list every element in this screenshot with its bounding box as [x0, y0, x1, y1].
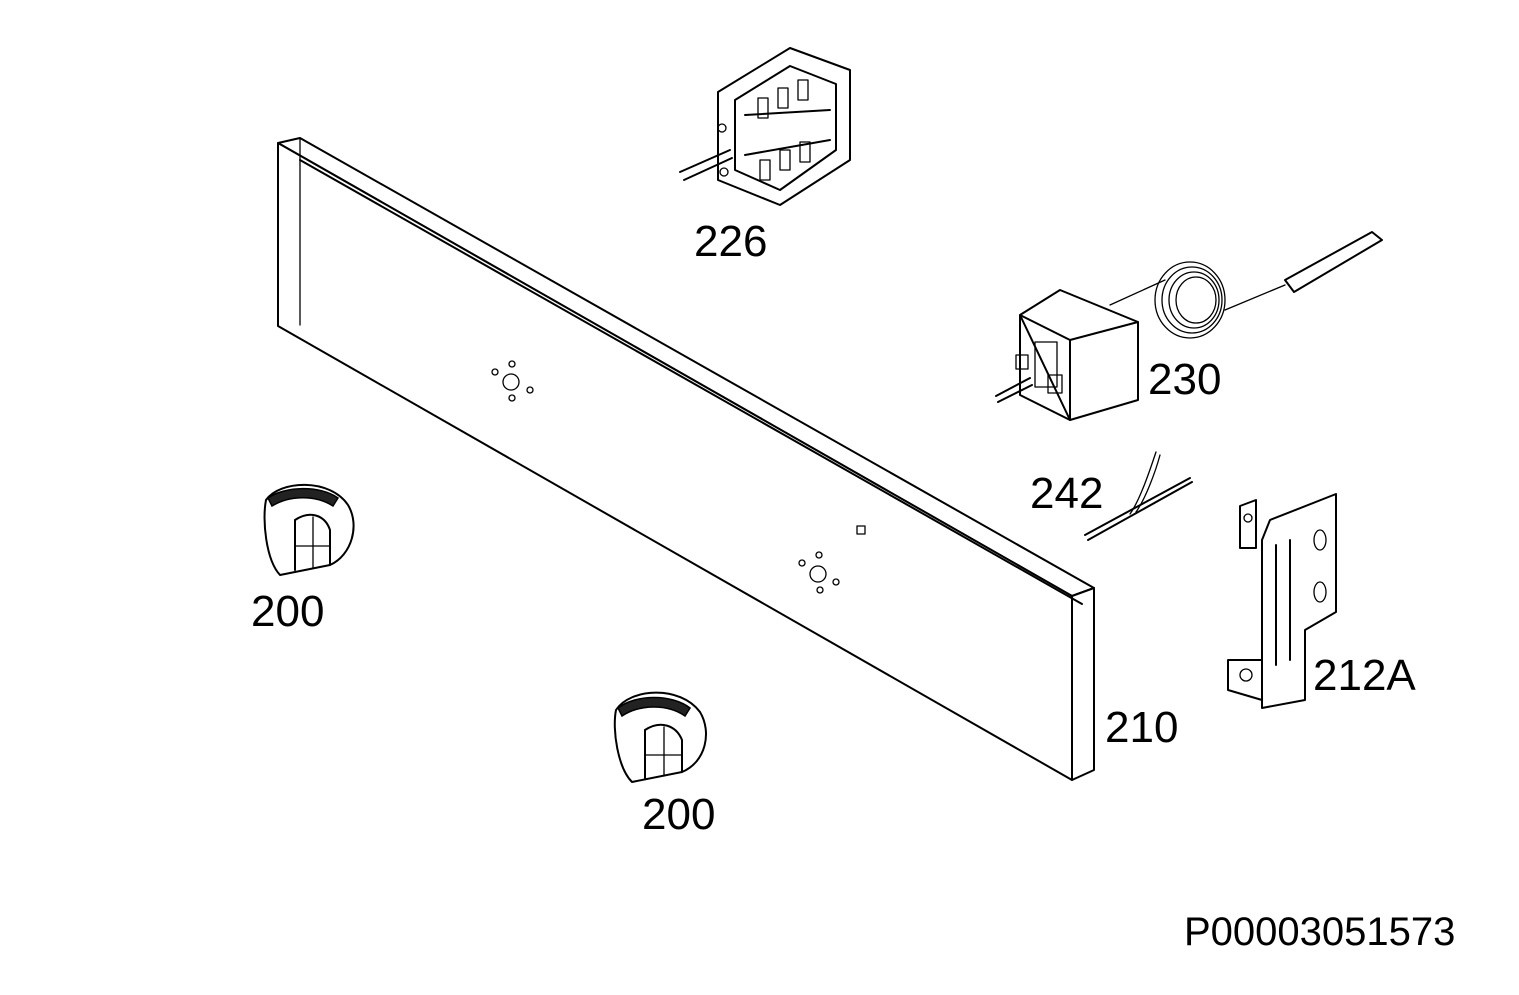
- part-label-242: 242: [1030, 469, 1104, 518]
- knob-left-drawing: [263, 483, 355, 576]
- panel-hole-pattern-right: [798, 525, 866, 594]
- part-label-226: 226: [694, 217, 768, 266]
- panel-hole-pattern-left: [491, 360, 534, 402]
- control-panel-drawing: [277, 137, 1095, 781]
- part-label-200-bottom: 200: [642, 790, 716, 839]
- bracket-drawing: [1227, 493, 1337, 709]
- selector-switch-drawing: [679, 47, 851, 206]
- sensor-drawing: [1084, 451, 1193, 541]
- part-label-210: 210: [1105, 703, 1179, 752]
- part-label-212a: 212A: [1313, 651, 1416, 700]
- part-label-200-left: 200: [251, 587, 325, 636]
- part-label-230: 230: [1148, 355, 1222, 404]
- document-id: P00003051573: [1184, 910, 1456, 954]
- thermostat-drawing: [995, 231, 1383, 421]
- knob-bottom-drawing: [613, 691, 707, 783]
